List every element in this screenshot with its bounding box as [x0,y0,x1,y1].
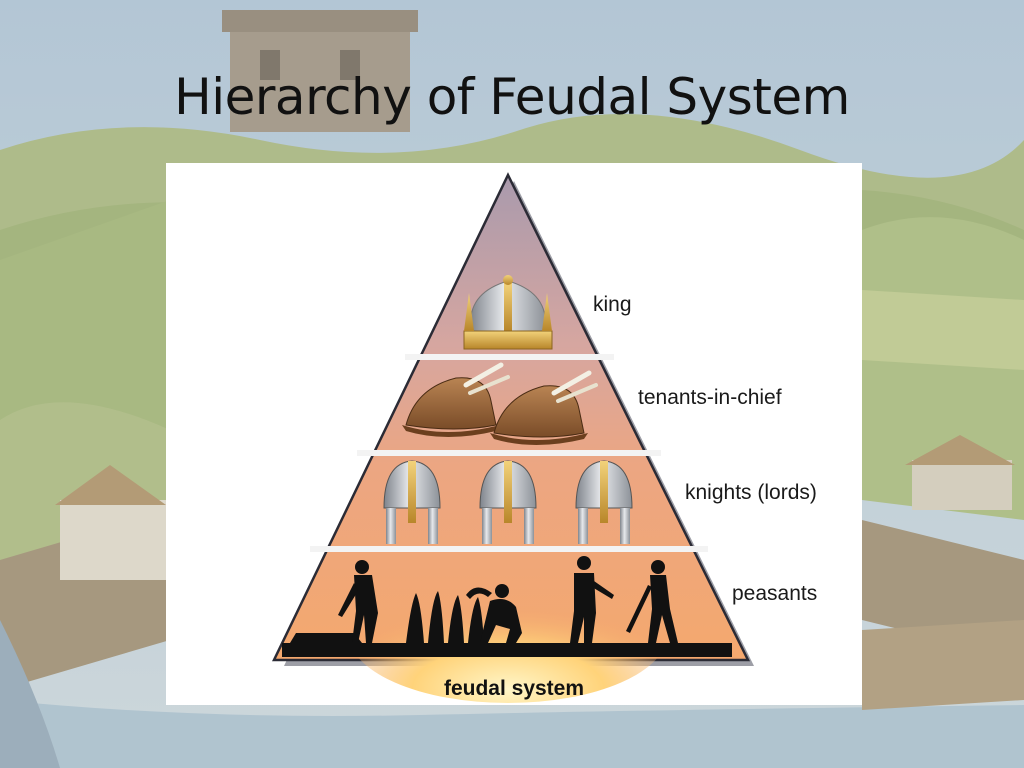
diagram-panel: king tenants-in-chief knights (lords) pe… [166,163,862,705]
helmet-icon [383,460,441,544]
feathered-hat-icon [490,370,598,445]
level-label-knights: knights (lords) [685,481,817,504]
level-label-king: king [593,293,632,316]
level-label-tenants-in-chief: tenants-in-chief [638,386,782,409]
feathered-hat-icon [402,362,510,437]
helmet-icon [575,460,633,544]
crown-icon [463,275,553,350]
peasants-silhouette [282,556,732,657]
diagram-caption: feudal system [443,677,585,700]
level-label-peasants: peasants [732,582,818,605]
slide-title: Hierarchy of Feudal System [174,68,850,126]
helmet-icon [479,460,537,544]
feudal-pyramid [272,172,754,703]
